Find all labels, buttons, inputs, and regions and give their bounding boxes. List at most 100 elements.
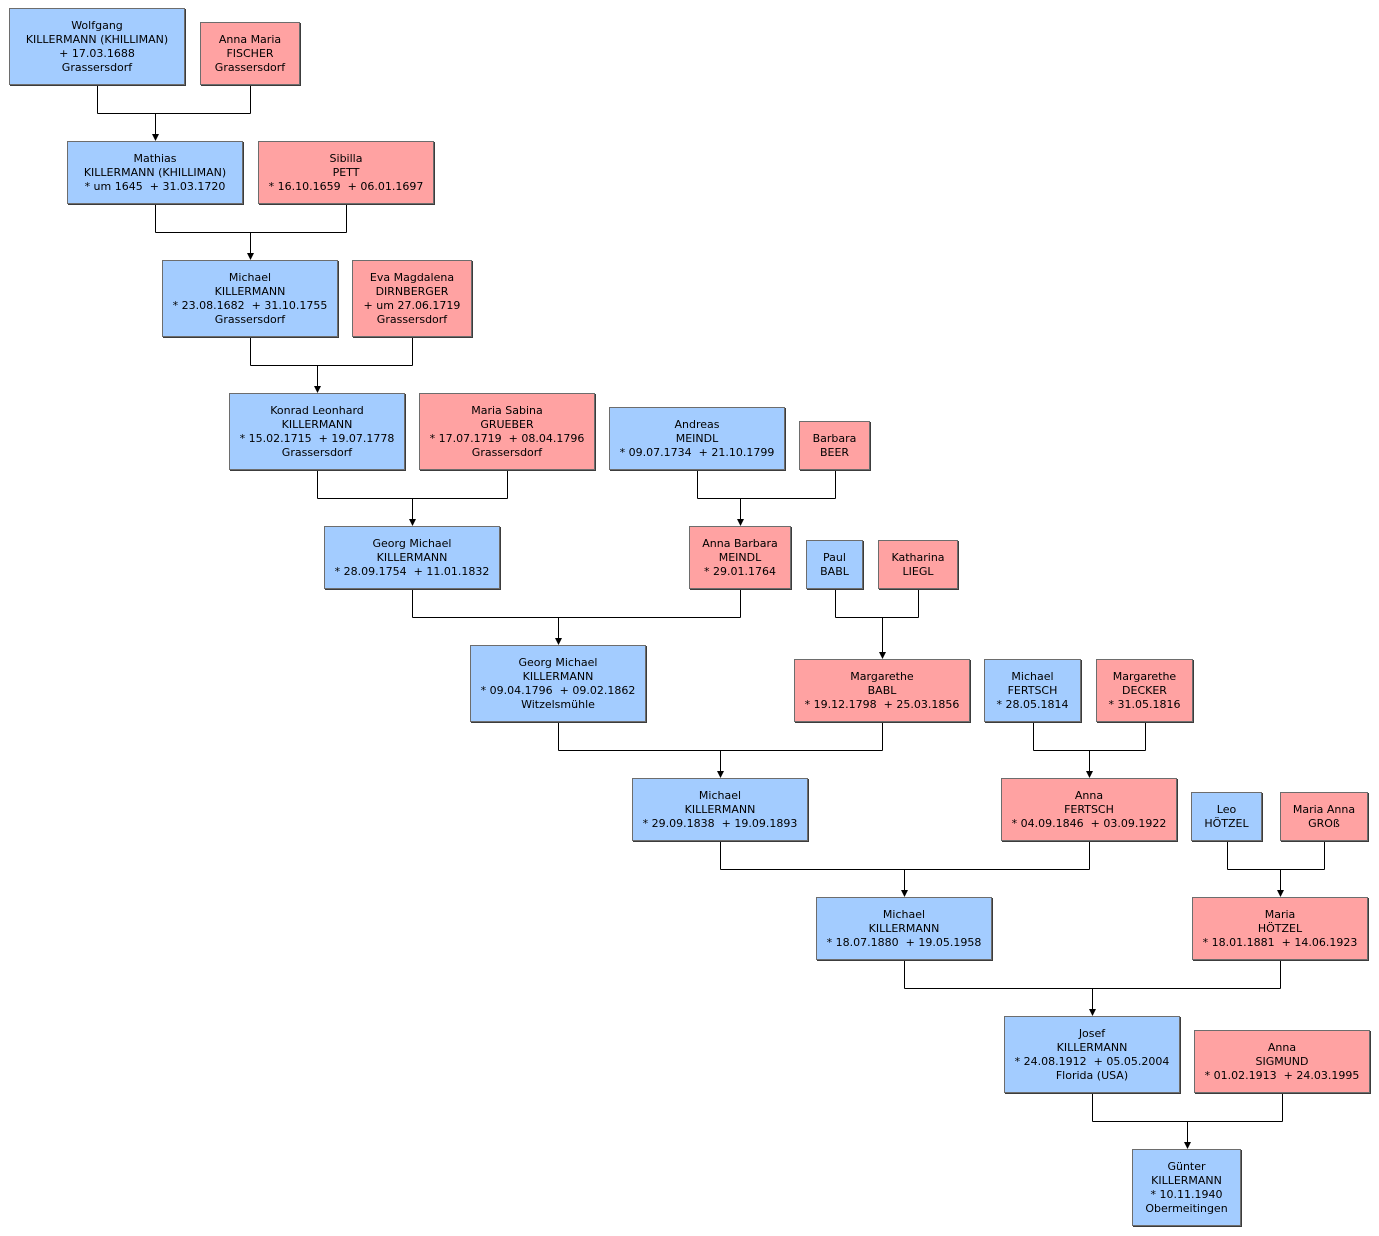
arrow-head: [1089, 1009, 1096, 1016]
life-data: * 10.11.1940: [1150, 1187, 1223, 1201]
arrow-head: [901, 890, 908, 897]
given-name: Konrad Leonhard: [270, 403, 364, 417]
given-name: Josef: [1078, 1026, 1106, 1040]
given-name: Maria Anna: [1292, 802, 1356, 816]
given-name: Mathias: [133, 151, 177, 165]
life-data: Grassersdorf: [471, 445, 543, 459]
surname: DIRNBERGER: [375, 284, 449, 298]
arrow-head: [1184, 1142, 1191, 1149]
life-data: + um 27.06.1719: [363, 298, 461, 312]
given-name: Michael: [698, 788, 742, 802]
surname: FERTSCH: [1007, 683, 1058, 697]
surname: FISCHER: [226, 46, 274, 60]
surname: BABL: [867, 683, 897, 697]
surname: SIGMUND: [1255, 1054, 1309, 1068]
life-data: Grassersdorf: [281, 445, 353, 459]
arrow-head: [152, 134, 159, 141]
surname: DECKER: [1122, 683, 1167, 697]
surname: FERTSCH: [1064, 802, 1114, 816]
surname: KILLERMANN: [376, 550, 448, 564]
given-name: Georg Michael: [372, 536, 452, 550]
given-name: Anna Barbara: [702, 536, 778, 550]
life-data: * 18.07.1880 + 19.05.1958: [826, 935, 982, 949]
life-data: * 18.01.1881 + 14.06.1923: [1202, 935, 1358, 949]
given-name: Paul: [823, 550, 846, 564]
life-data: * 28.09.1754 + 11.01.1832: [334, 564, 490, 578]
life-data: Obermeitingen: [1145, 1201, 1228, 1215]
surname: MEINDL: [675, 431, 719, 445]
given-name: Michael: [882, 907, 926, 921]
life-data: * 23.08.1682 + 31.10.1755: [172, 298, 328, 312]
given-name: Andreas: [674, 417, 720, 431]
arrow-head: [409, 519, 416, 526]
given-name: Anna Maria: [218, 32, 282, 46]
given-name: Michael: [228, 270, 272, 284]
arrow-head: [879, 652, 886, 659]
given-name: Wolfgang: [71, 18, 123, 32]
life-data: * 24.08.1912 + 05.05.2004: [1014, 1054, 1170, 1068]
given-name: Leo: [1216, 802, 1237, 816]
surname: MEINDL: [718, 550, 762, 564]
given-name: Maria Sabina: [471, 403, 543, 417]
given-name: Georg Michael: [518, 655, 598, 669]
arrow-head: [1277, 890, 1284, 897]
life-data: * 15.02.1715 + 19.07.1778: [239, 431, 395, 445]
life-data: Grassersdorf: [214, 60, 286, 74]
life-data: * 16.10.1659 + 06.01.1697: [268, 179, 424, 193]
life-data: * 29.01.1764: [704, 564, 776, 578]
given-name: Michael: [1011, 669, 1054, 683]
given-name: Margarethe: [1112, 669, 1177, 683]
arrow-head: [247, 253, 254, 260]
arrow-head: [717, 771, 724, 778]
life-data: * 01.02.1913 + 24.03.1995: [1204, 1068, 1360, 1082]
given-name: Eva Magdalena: [369, 270, 455, 284]
life-data: Florida (USA): [1055, 1068, 1129, 1082]
given-name: Anna: [1267, 1040, 1297, 1054]
life-data: Witzelsmühle: [521, 697, 595, 711]
surname: KILLERMANN: [522, 669, 594, 683]
life-data: + 17.03.1688: [59, 46, 135, 60]
surname: KILLERMANN (KHILLIMAN): [25, 32, 169, 46]
life-data: Grassersdorf: [376, 312, 448, 326]
given-name: Margarethe: [850, 669, 914, 683]
surname: BABL: [820, 564, 849, 578]
surname: KILLERMANN: [281, 417, 353, 431]
surname: GROß: [1308, 816, 1340, 830]
surname: HÖTZEL: [1204, 816, 1249, 830]
life-data: * 09.04.1796 + 09.02.1862: [480, 683, 636, 697]
surname: BEER: [819, 445, 850, 459]
arrow-head: [737, 519, 744, 526]
given-name: Katharina: [891, 550, 945, 564]
surname: KILLERMANN: [1151, 1173, 1222, 1187]
surname: HÖTZEL: [1257, 921, 1303, 935]
